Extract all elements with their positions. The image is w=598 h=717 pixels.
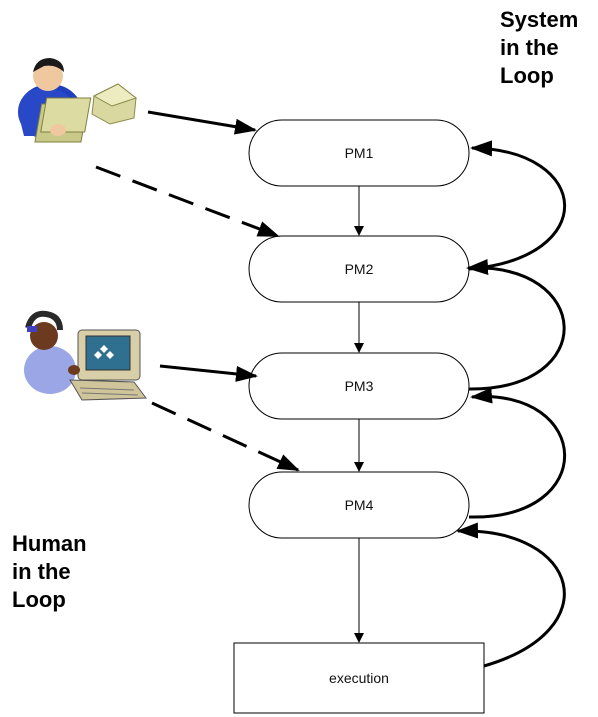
system-in-the-loop-label: System in the Loop <box>500 6 578 90</box>
person-at-computer-icon <box>24 310 147 401</box>
system-label-line-3: Loop <box>500 63 554 88</box>
worker-arrow-pm1 <box>147 110 257 135</box>
execution-label: execution <box>329 670 389 686</box>
human-label-line-3: Loop <box>12 587 66 612</box>
operator-dashed-arrow-pm4 <box>151 401 300 472</box>
human-label-line-2: in the <box>12 559 71 584</box>
person-with-papers-icon <box>18 58 138 143</box>
loop-pm2-pm1 <box>468 140 566 271</box>
pm3-node: PM3 <box>248 352 470 420</box>
pm4-node: PM4 <box>248 471 470 539</box>
pm3-label: PM3 <box>345 378 374 394</box>
human-label-line-1: Human <box>12 531 87 556</box>
loop-pm4-pm3 <box>468 387 567 519</box>
system-label-line-1: System <box>500 7 579 32</box>
execution-node: execution <box>233 642 485 714</box>
operator-arrow-pm3 <box>159 364 258 382</box>
worker-dashed-arrow-pm2 <box>95 165 280 238</box>
system-label-line-2: in the <box>500 35 559 60</box>
loop-execution-pm4 <box>456 522 566 668</box>
pm2-label: PM2 <box>345 261 374 277</box>
pm2-node: PM2 <box>248 235 470 303</box>
loop-pm3-pm2 <box>466 259 566 391</box>
pm4-label: PM4 <box>345 497 374 513</box>
pm1-label: PM1 <box>345 145 374 161</box>
human-in-the-loop-label: Human in the Loop <box>12 530 87 614</box>
pm1-node: PM1 <box>248 119 470 187</box>
